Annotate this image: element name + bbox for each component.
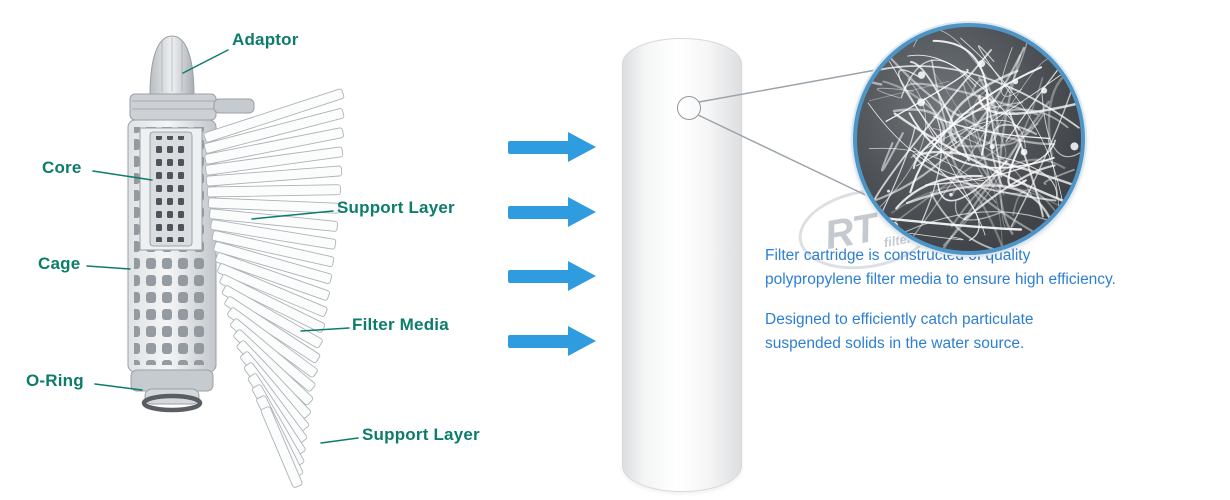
description-line: suspended solids in the water source. [765, 335, 1025, 353]
fiber-texture-microscopy [861, 28, 1081, 251]
leader-lines [86, 49, 359, 444]
zoom-source-marker [677, 96, 701, 120]
label-support-layer-bottom: Support Layer [362, 425, 480, 444]
magnified-inset [853, 23, 1085, 255]
description-text: Filter cartridge is constructed of quali… [765, 244, 1165, 356]
core-part [139, 127, 203, 251]
label-filter-media: Filter Media [352, 315, 449, 334]
adaptor-part [129, 35, 255, 121]
flow-arrow-1 [508, 132, 598, 162]
label-core: Core [42, 158, 82, 177]
label-o-ring: O-Ring [26, 371, 84, 390]
label-adaptor: Adaptor [232, 30, 299, 49]
flow-arrow-4 [508, 326, 598, 356]
flow-arrow-3 [508, 261, 598, 291]
label-cage: Cage [38, 254, 81, 273]
o-ring-part [141, 393, 203, 413]
description-line: polypropylene filter media to ensure hig… [765, 271, 1116, 289]
filter-cutaway-illustration [86, 35, 359, 488]
label-support-layer-top: Support Layer [337, 198, 455, 217]
description-line: Designed to efficiently catch particulat… [765, 311, 1034, 329]
pleated-media-fan [203, 88, 345, 488]
flow-arrow-2 [508, 197, 598, 227]
